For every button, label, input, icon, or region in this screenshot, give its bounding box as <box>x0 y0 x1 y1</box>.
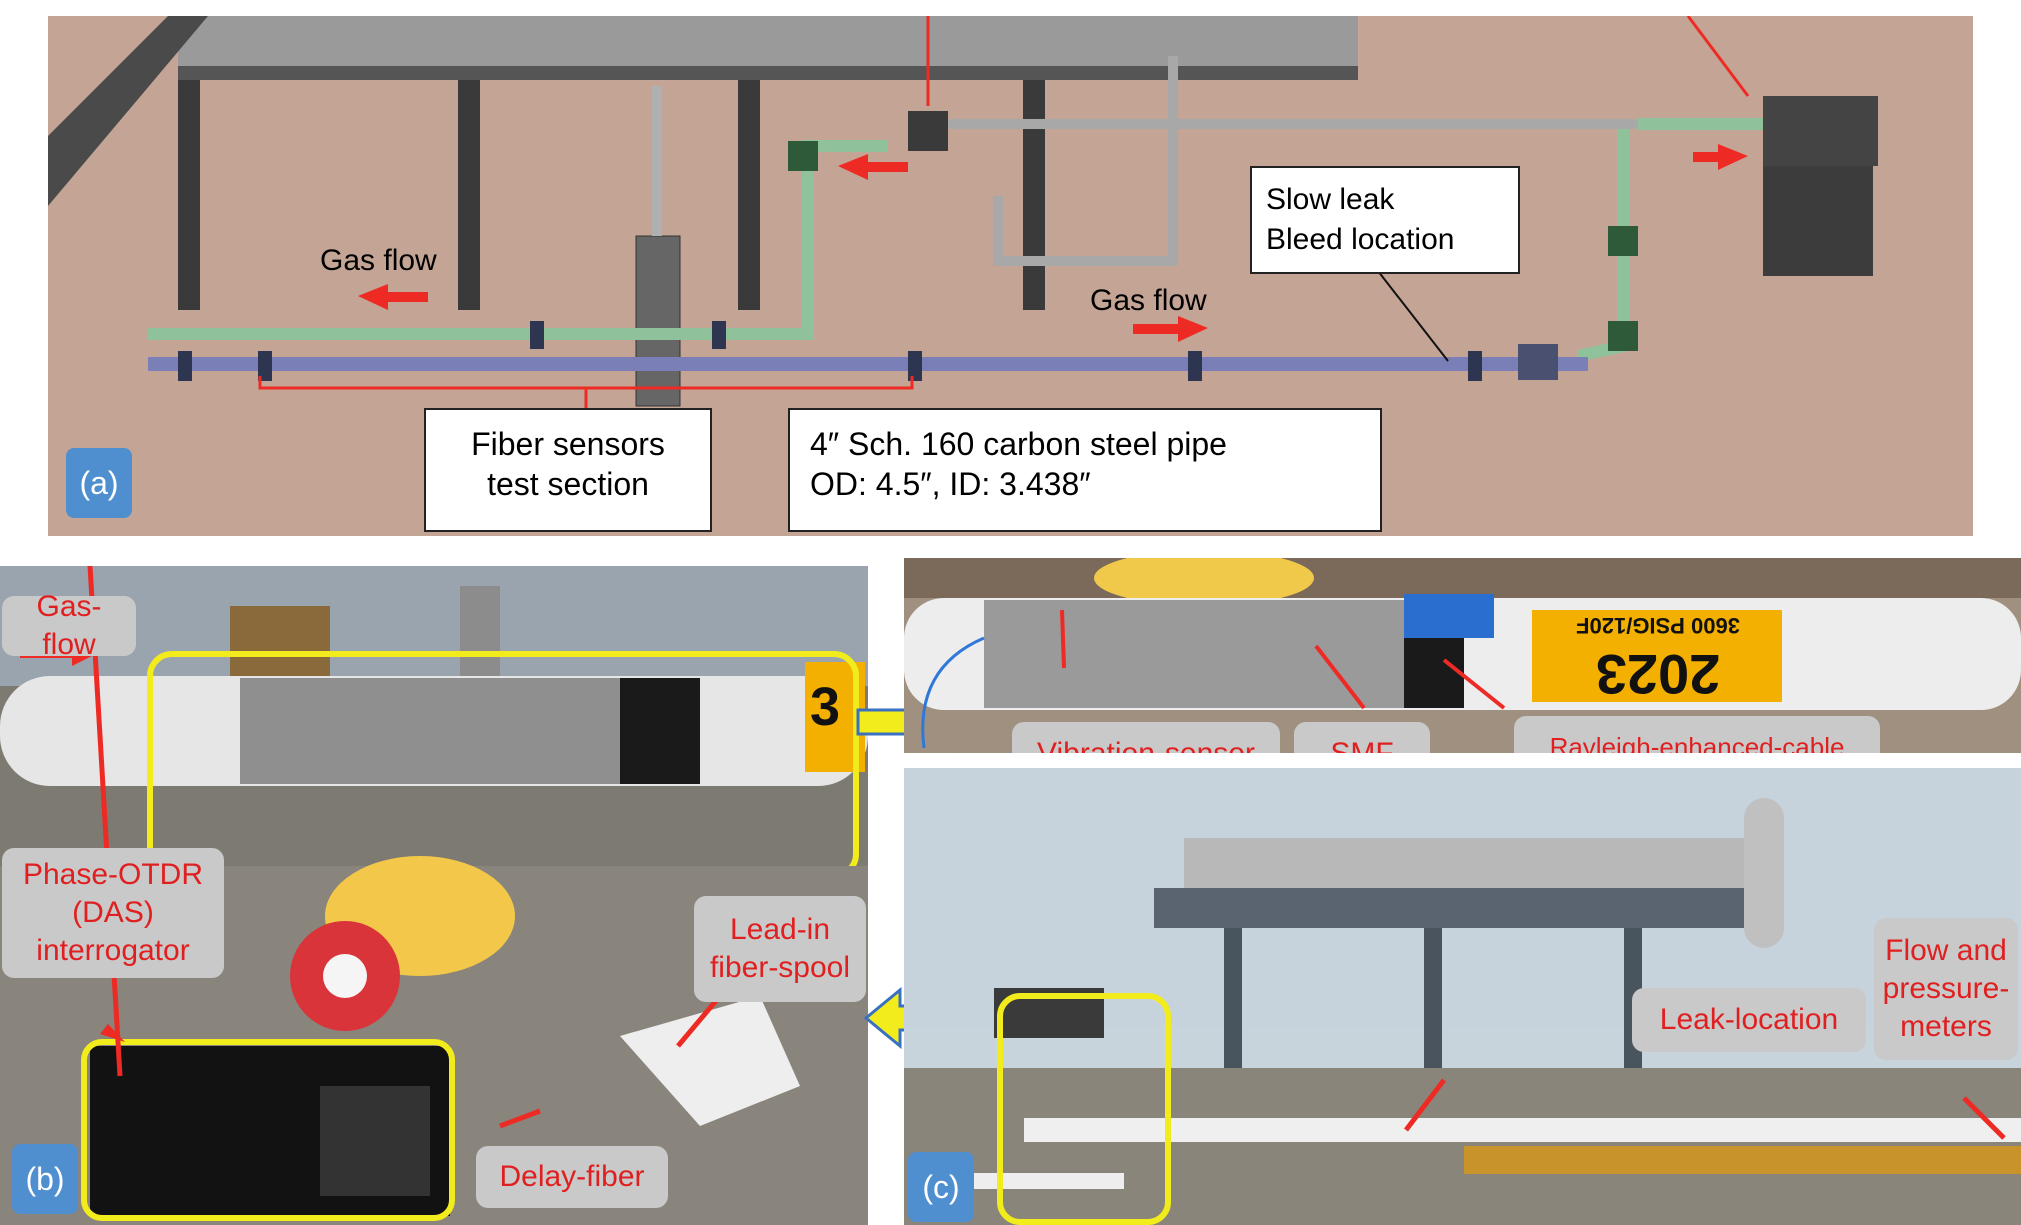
black-wrap <box>620 678 700 784</box>
flange <box>712 321 726 349</box>
delay-fiber-label: Delay-fiber <box>476 1146 668 1208</box>
wrapped-pipe-section <box>240 678 650 784</box>
frame-deck <box>178 66 1358 80</box>
slow-leak-line1: Slow leak <box>1266 183 1395 216</box>
fiber-sensors-box: Fiber sensors test section <box>424 408 712 532</box>
test-section-bracket <box>258 376 914 390</box>
flow-arrow-left <box>358 284 428 310</box>
sensor-rod <box>652 86 662 236</box>
fiber-sensors-line1: Fiber sensors <box>471 426 665 462</box>
facility-overview-panel: Leak-location Flow and pressure- meters … <box>904 768 2021 1225</box>
pipe-spec-box: 4″ Sch. 160 carbon steel pipe OD: 4.5″, … <box>788 408 1382 532</box>
frame-column <box>1023 80 1045 310</box>
pipe-spec-line2: OD: 4.5″, ID: 3.438″ <box>810 466 1091 502</box>
flow-meters-label: Flow and pressure- meters <box>1874 918 2018 1060</box>
pointer-arrow <box>1404 1078 1446 1132</box>
frame-top-beam <box>178 16 1358 66</box>
interrogator-highlight <box>81 1039 455 1221</box>
rusted-pipe <box>1464 1146 2021 1174</box>
leak-location-label: Leak-location <box>1632 988 1866 1052</box>
flange <box>178 351 192 381</box>
valve <box>1518 344 1558 380</box>
fiber-sensors-line2: test section <box>487 466 649 502</box>
flange <box>908 351 922 381</box>
blue-tape <box>1404 594 1494 638</box>
flange <box>788 141 818 171</box>
frame-column <box>738 80 760 310</box>
flange <box>1608 321 1638 351</box>
test-section-photo-panel: Gas-flow 3 Phase-OTDR (DAS) interrogator… <box>0 566 868 1225</box>
pointer-arrow <box>1962 1096 2006 1140</box>
fiber-cable <box>921 636 985 749</box>
spool-core <box>323 954 367 998</box>
sky <box>0 566 868 686</box>
flange <box>530 321 544 349</box>
meter-unit <box>1763 96 1878 166</box>
sensor-post <box>635 235 681 407</box>
callout-line <box>1686 16 1750 97</box>
slow-leak-box: Slow leak Bleed location <box>1250 166 1520 274</box>
meter-stand <box>1763 166 1873 276</box>
lead-in-spool-label: Lead-in fiber-spool <box>694 896 866 1002</box>
pipe-number: 2023 <box>1595 643 1721 706</box>
flange <box>258 351 272 381</box>
pipe-rating: 3600 PSIG/120F <box>1576 613 1740 638</box>
sensor-closeup-photo <box>904 558 2021 749</box>
sensor-closeup-panel: 3600 PSIG/120F 2023 Vibration-sensor SMF… <box>904 558 2021 753</box>
gas-flow-label-left: Gas flow <box>320 244 437 277</box>
pointer-arrow <box>1442 658 1506 710</box>
slow-leak-leader <box>1377 270 1449 362</box>
smf-label: SMF <box>1294 722 1430 753</box>
pipe-spec-line1: 4″ Sch. 160 carbon steel pipe <box>810 426 1227 462</box>
flange <box>1188 351 1202 381</box>
gas-flow-label: Gas-flow <box>2 590 136 661</box>
pointer-arrow <box>499 1108 541 1129</box>
flow-arrow-right <box>1693 144 1748 170</box>
valve <box>908 111 948 151</box>
interrogator-screen <box>320 1086 430 1196</box>
gas-flow-label-right: Gas flow <box>1090 284 1207 317</box>
frame-column <box>178 80 200 310</box>
pipe-rack-deck <box>1154 888 1774 928</box>
vertical-pipe <box>1744 798 1784 948</box>
panel-tag-a: (a) <box>66 448 132 518</box>
rayleigh-cable-label: Rayleigh-enhanced-cable <box>1514 716 1880 753</box>
flange <box>1608 226 1638 256</box>
pipe-rack-top <box>1184 838 1744 888</box>
wrapped-pipe-section <box>984 600 1404 708</box>
setup-highlight <box>997 993 1171 1225</box>
pointer-arrow <box>1314 644 1366 710</box>
interrogator-label: Phase-OTDR (DAS) interrogator <box>2 848 224 978</box>
facility-photo <box>904 768 2021 1225</box>
green-pipe <box>148 140 888 340</box>
pipe-tag <box>1532 610 1782 702</box>
schematic-drawing <box>48 16 1878 408</box>
flow-arrow-left <box>838 154 908 180</box>
vibration-sensor-label: Vibration-sensor <box>1012 722 1280 753</box>
yellow-bucket <box>1094 558 1314 606</box>
pointer-arrowhead <box>100 1024 125 1042</box>
flange <box>1468 351 1482 381</box>
white-sheet <box>620 996 800 1126</box>
pipe-number: 3 <box>810 677 841 737</box>
test-pipe <box>1024 1118 2021 1142</box>
panel-tag-c: (c) <box>908 1152 974 1222</box>
work-table <box>954 1173 1124 1189</box>
grey-pipe <box>993 56 1178 266</box>
slow-leak-line2: Bleed location <box>1266 223 1455 256</box>
panel-tag-b: (b) <box>12 1144 78 1214</box>
pipeline-schematic-panel: Gas flow Gas flow Slow leak Bleed locati… <box>48 16 1973 536</box>
frame-column <box>458 80 480 310</box>
crate <box>230 606 330 676</box>
background <box>904 558 2021 598</box>
pointer-arrow <box>676 994 722 1048</box>
frame-staircase <box>48 16 208 206</box>
pointer-arrow <box>1060 609 1066 669</box>
flow-arrow-right <box>1133 316 1208 342</box>
